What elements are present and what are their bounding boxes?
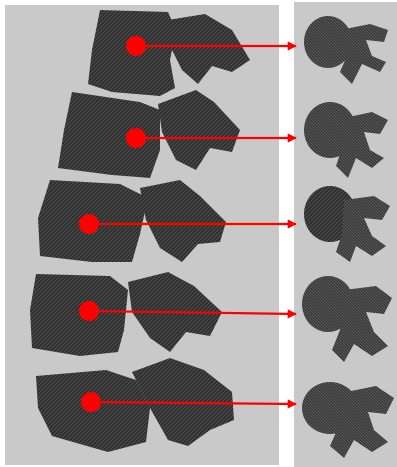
red-dot-marker <box>126 36 146 56</box>
red-dot-marker <box>126 128 146 148</box>
red-dot-marker <box>79 301 99 321</box>
vertebra-body-4 <box>30 274 128 356</box>
red-dot-marker <box>81 392 101 412</box>
red-dot-marker <box>79 214 99 234</box>
